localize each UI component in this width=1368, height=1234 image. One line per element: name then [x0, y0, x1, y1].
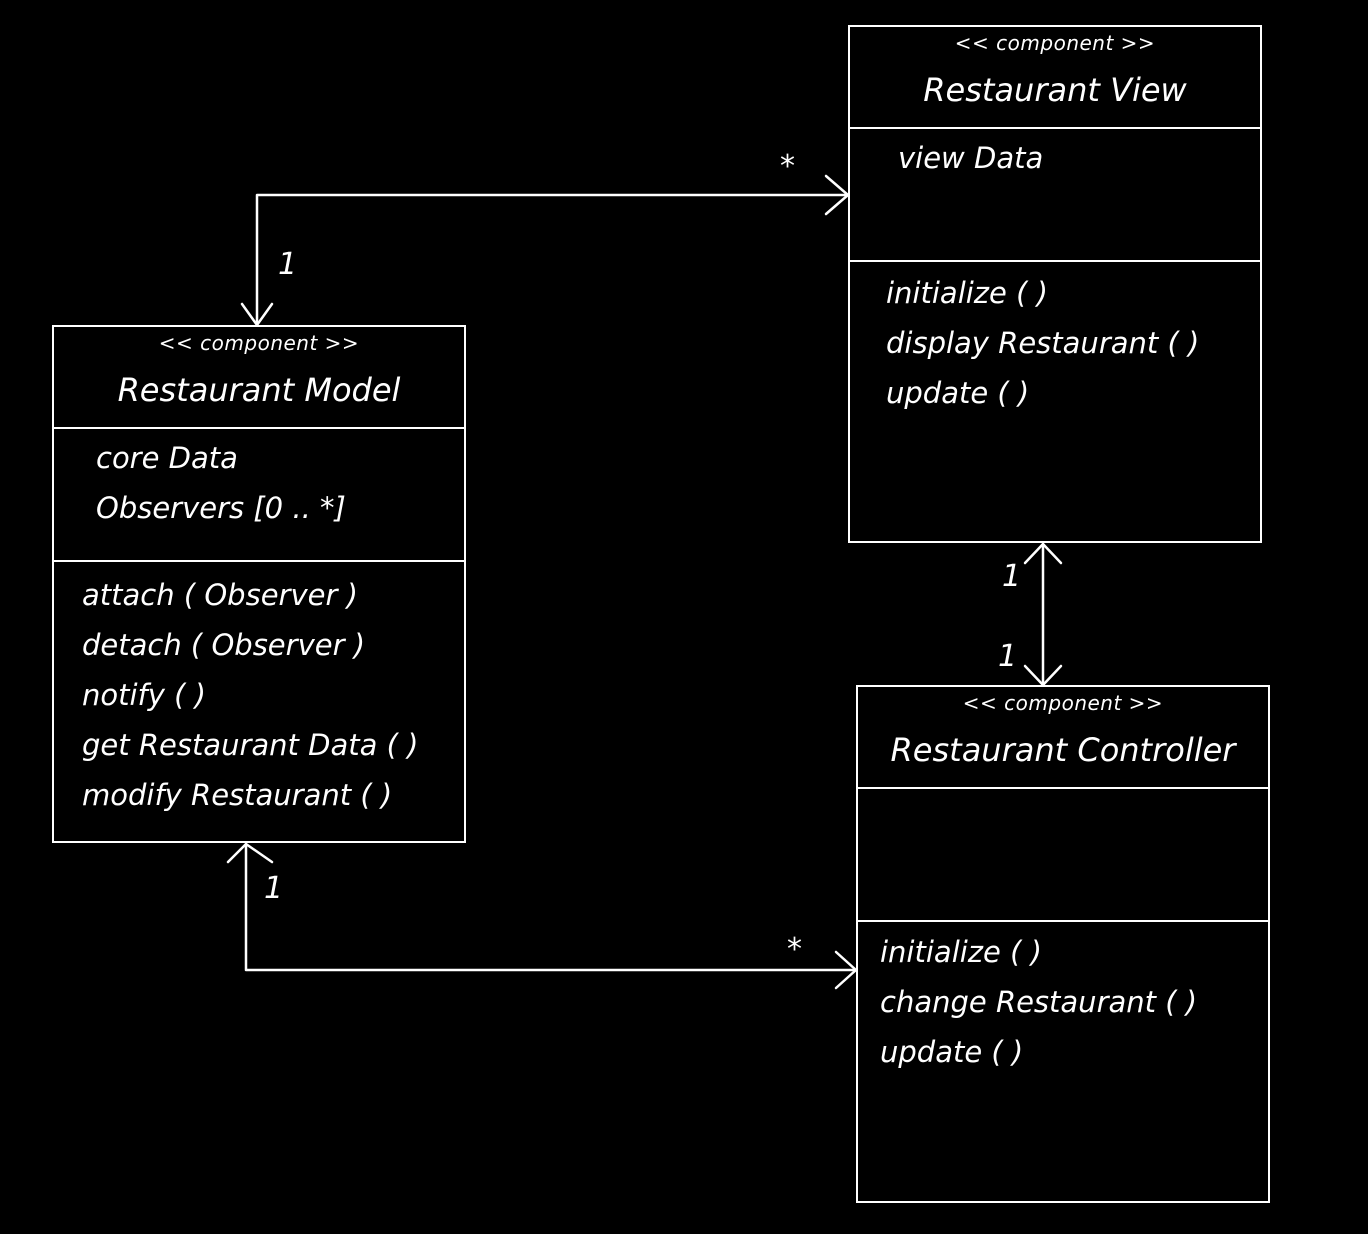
controller-operation: initialize ( ) [880, 935, 1042, 969]
view-name: Restaurant View [923, 71, 1187, 109]
view-operation: initialize ( ) [886, 276, 1048, 310]
view-attributes-divider [848, 260, 1262, 262]
model-operation: detach ( Observer ) [82, 628, 366, 662]
multiplicity-model-controller-controller-end: * [787, 932, 802, 967]
multiplicity-view-controller-controller-end: 1 [998, 639, 1017, 674]
model-name-divider [52, 427, 466, 429]
view-name-divider [848, 127, 1262, 129]
restaurant-controller-component: << component >> Restaurant Controller in… [856, 685, 1270, 1203]
arrowhead-to-model-bottom [226, 842, 274, 864]
controller-stereotype: << component >> [962, 691, 1164, 715]
view-operation: update ( ) [886, 376, 1030, 410]
view-attribute: view Data [898, 141, 1044, 175]
controller-name: Restaurant Controller [890, 731, 1236, 769]
multiplicity-model-view-model-end: 1 [278, 247, 297, 282]
model-attribute: Observers [0 .. *] [96, 491, 346, 525]
model-operations: attach ( Observer ) detach ( Observer ) … [82, 570, 418, 820]
model-name: Restaurant Model [117, 371, 401, 409]
controller-operations: initialize ( ) change Restaurant ( ) upd… [880, 927, 1197, 1077]
model-stereotype: << component >> [158, 331, 360, 355]
model-operation: get Restaurant Data ( ) [82, 728, 419, 762]
controller-operation: update ( ) [880, 1035, 1024, 1069]
model-operation: notify ( ) [82, 678, 206, 712]
model-attribute: core Data [96, 441, 238, 475]
controller-attributes-divider [856, 920, 1270, 922]
model-attributes-divider [52, 560, 466, 562]
restaurant-model-component: << component >> Restaurant Model core Da… [52, 325, 466, 843]
controller-operation: change Restaurant ( ) [880, 985, 1198, 1019]
multiplicity-model-controller-model-end: 1 [264, 871, 283, 906]
model-operation: attach ( Observer ) [82, 578, 358, 612]
view-stereotype: << component >> [954, 31, 1156, 55]
view-operations: initialize ( ) display Restaurant ( ) up… [886, 268, 1199, 418]
multiplicity-view-controller-view-end: 1 [1002, 559, 1021, 594]
controller-name-divider [856, 787, 1270, 789]
model-attributes: core Data Observers [0 .. *] [96, 433, 346, 533]
arrowhead-to-view-bottom [1023, 542, 1063, 565]
view-attributes: view Data [898, 133, 1043, 183]
model-controller-association [244, 842, 858, 972]
multiplicity-model-view-view-end: * [780, 149, 795, 184]
restaurant-view-component: << component >> Restaurant View view Dat… [848, 25, 1262, 543]
view-operation: display Restaurant ( ) [886, 326, 1200, 360]
model-view-association [255, 193, 850, 327]
model-operation: modify Restaurant ( ) [82, 778, 393, 812]
